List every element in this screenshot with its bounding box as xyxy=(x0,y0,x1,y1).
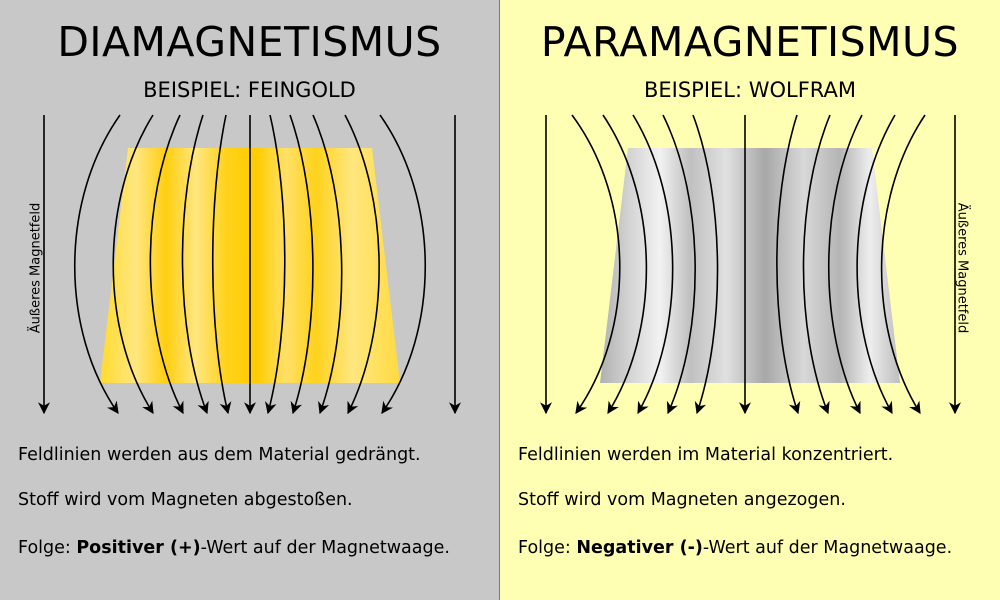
description-line: Feldlinien werden im Material konzentrie… xyxy=(518,445,894,465)
description-line: Feldlinien werden aus dem Material gedrä… xyxy=(18,445,421,465)
panel-title: PARAMAGNETISMUS xyxy=(540,18,960,66)
field-line xyxy=(112,114,154,415)
field-lines xyxy=(540,114,961,415)
field-line xyxy=(856,114,896,415)
result-suffix: -Wert auf der Magnetwaage. xyxy=(702,538,953,558)
description-line: Stoff wird vom Magneten angezogen. xyxy=(518,490,846,510)
result-prefix: Folge: xyxy=(18,538,77,558)
field-line xyxy=(344,114,380,415)
field-label: Äußeres Magnetfeld xyxy=(28,202,44,334)
field-line xyxy=(662,114,696,415)
result-suffix: -Wert auf der Magnetwaage. xyxy=(200,538,450,558)
field-line xyxy=(379,114,426,414)
result-value: Negativer (-) xyxy=(576,538,703,558)
panel-diamagnetism: DIAMAGNETISMUS BEISPIEL: FEINGOLD xyxy=(0,0,500,600)
field-label: Äußeres Magnetfeld xyxy=(954,202,970,334)
field-line xyxy=(289,114,314,415)
description-line: Stoff wird vom Magneten abgestoßen. xyxy=(18,490,353,510)
field-line xyxy=(776,114,801,415)
diamagnetism-figure xyxy=(38,114,461,415)
field-line xyxy=(211,114,232,415)
field-line xyxy=(632,114,674,415)
field-lines xyxy=(38,114,461,415)
field-line xyxy=(880,114,926,415)
paramagnetism-figure xyxy=(540,114,961,415)
panel-title: DIAMAGNETISMUS xyxy=(57,18,442,66)
field-line xyxy=(571,114,621,414)
panel-subtitle: BEISPIEL: FEINGOLD xyxy=(143,78,356,102)
panel-subtitle: BEISPIEL: WOLFRAM xyxy=(643,78,857,102)
result-line: Folge: Positiver (+)-Wert auf der Magnet… xyxy=(18,538,450,558)
field-line xyxy=(827,114,863,415)
field-line xyxy=(602,114,648,415)
field-line xyxy=(149,114,184,415)
tungsten-sample xyxy=(600,148,900,383)
field-line xyxy=(181,114,209,415)
result-line: Folge: Negativer (-)-Wert auf der Magnet… xyxy=(518,538,952,558)
field-line xyxy=(312,114,343,415)
result-prefix: Folge: xyxy=(518,538,577,558)
panel-paramagnetism: PARAMAGNETISMUS BEISPIEL: WOLFRAM xyxy=(500,0,1000,600)
field-line xyxy=(802,114,831,415)
field-line xyxy=(264,114,286,415)
field-line xyxy=(692,114,719,415)
result-value: Positiver (+) xyxy=(76,538,201,558)
field-line xyxy=(74,114,121,414)
